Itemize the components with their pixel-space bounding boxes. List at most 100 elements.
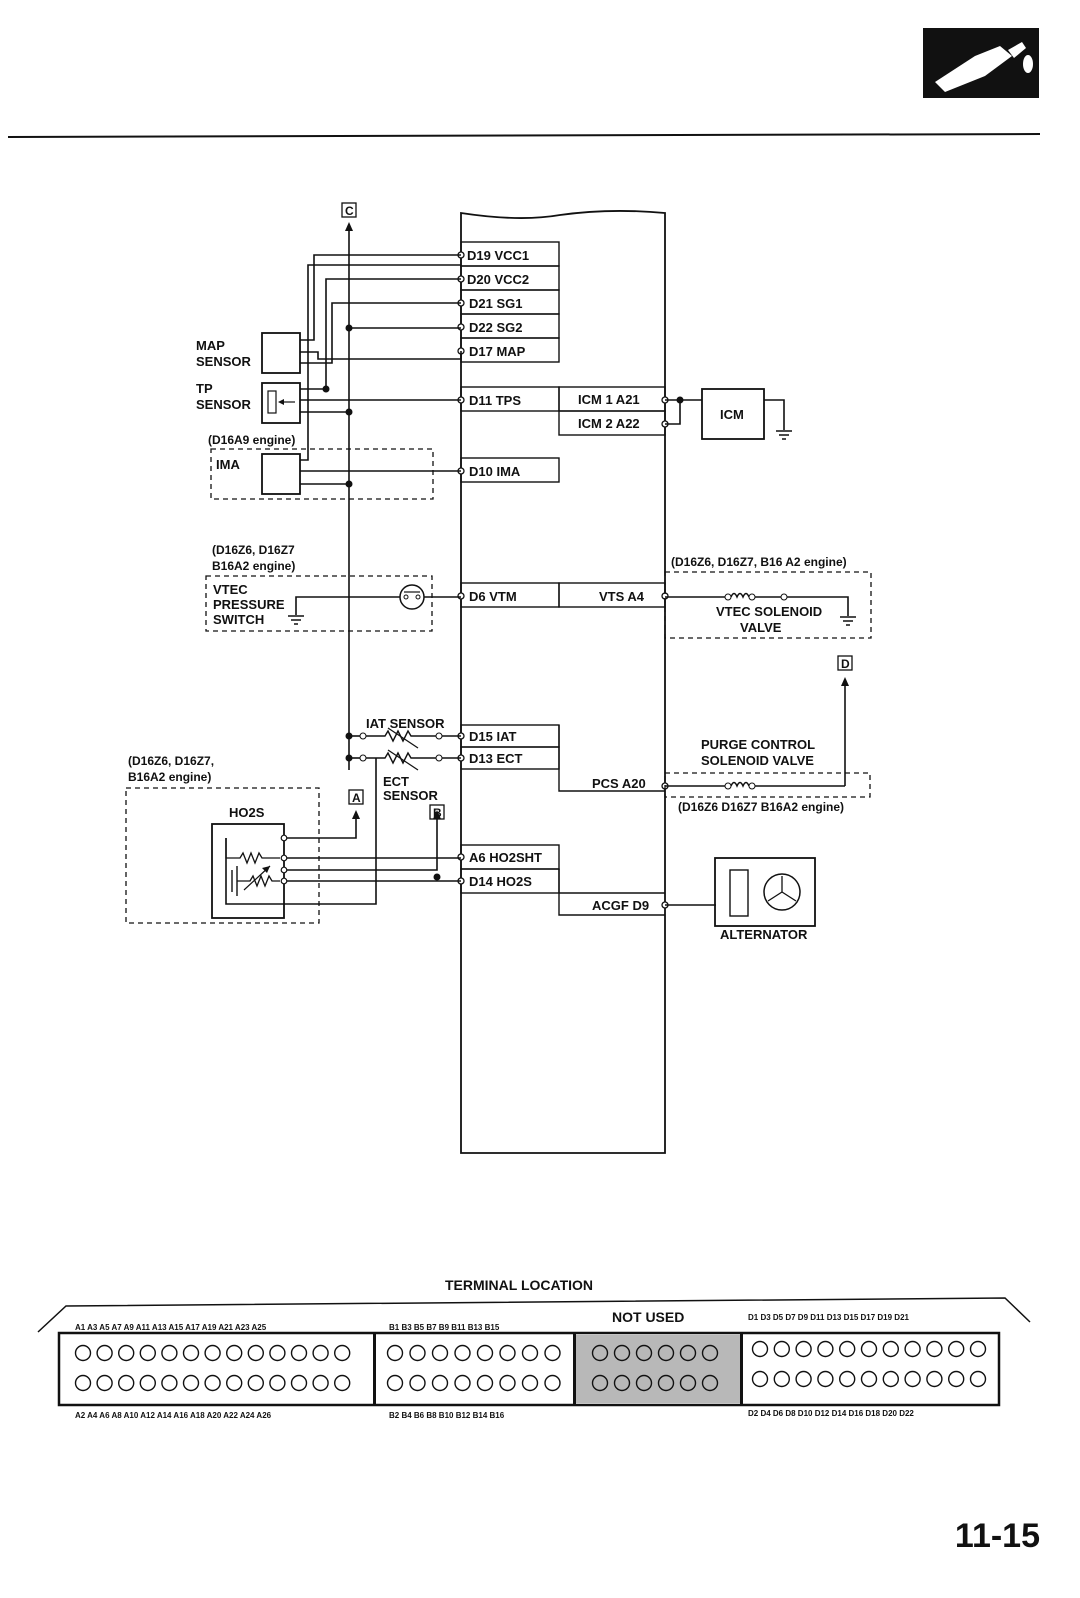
pin-hole: [290, 1374, 308, 1392]
b-top-pins: B1 B3 B5 B7 B9 B11 B13 B15: [389, 1323, 500, 1332]
regulator-icon: [729, 869, 749, 917]
pin-a21: ICM 1 A21: [578, 392, 640, 407]
pin-hole: [521, 1374, 539, 1392]
pin-hole: [139, 1374, 157, 1392]
pin-hole: [839, 1340, 856, 1358]
pin-hole: [117, 1344, 135, 1362]
alternator-box: [714, 857, 816, 927]
pin-hole: [904, 1340, 921, 1358]
pin-hole: [817, 1340, 834, 1358]
arrow-up-icon: [345, 222, 353, 231]
pin-hole: [409, 1374, 426, 1392]
connector-pins: [74, 1340, 987, 1392]
pin-hole: [409, 1344, 426, 1362]
pin-hole: [431, 1374, 449, 1392]
vtec-sol-engine: (D16Z6, D16Z7, B16 A2 engine): [671, 555, 847, 569]
pin-hole: [476, 1374, 494, 1392]
offpage-c-box: [341, 202, 357, 218]
pin-hole: [773, 1370, 790, 1388]
ima-sensor: [261, 453, 301, 495]
pin-a22: ICM 2 A22: [578, 416, 640, 431]
pin-hole: [74, 1344, 92, 1362]
b-bottom-pins: B2 B4 B6 B8 B10 B12 B14 B16: [389, 1411, 505, 1420]
pin-hole: [882, 1370, 899, 1388]
pin-hole: [247, 1344, 265, 1362]
pin-hole: [269, 1344, 286, 1362]
pin-d14: D14 HO2S: [469, 874, 532, 889]
pin-hole: [544, 1344, 561, 1362]
pin-hole: [926, 1340, 943, 1358]
pin-hole: [860, 1340, 878, 1358]
pin-hole: [635, 1344, 653, 1362]
arrow-up-icon: [841, 677, 849, 686]
pin-hole: [701, 1344, 719, 1362]
pin-hole: [334, 1344, 351, 1362]
pin-hole: [635, 1374, 653, 1392]
vtec-ps-engine-2: B16A2 engine): [212, 559, 295, 573]
ho2s-option-box: [125, 787, 320, 924]
ect-label-1: ECT: [383, 774, 409, 789]
purge-label-1: PURGE CONTROL: [701, 737, 815, 752]
pin-hole: [117, 1374, 135, 1392]
pin-hole: [269, 1374, 286, 1392]
pin-d22: D22 SG2: [469, 320, 522, 335]
vtec-ps-label-2: PRESSURE: [213, 597, 285, 612]
pin-d19: D19 VCC1: [467, 248, 529, 263]
ho2s-engine-1: (D16Z6, D16Z7,: [128, 754, 214, 768]
tp-sensor-symbol: [267, 390, 295, 414]
pin-hole: [476, 1344, 494, 1362]
vtec-ps-option-box: [205, 575, 433, 632]
map-wires: [300, 254, 462, 364]
purge-label-2: SOLENOID VALVE: [701, 753, 814, 768]
ima-engine-note: (D16A9 engine): [208, 433, 295, 447]
d-bottom-pins: D2 D4 D6 D8 D10 D12 D14 D16 D18 D20 D22: [748, 1409, 914, 1418]
pin-hole: [521, 1344, 539, 1362]
vtec-ps-engine-1: (D16Z6, D16Z7: [212, 543, 295, 557]
purge-solenoid-coil: [724, 781, 756, 790]
not-used-label: NOT USED: [612, 1309, 684, 1325]
pin-hole: [751, 1370, 769, 1388]
pin-hole: [312, 1374, 329, 1392]
offpage-b: B: [433, 806, 442, 820]
d-top-pins: D1 D3 D5 D7 D9 D11 D13 D15 D17 D19 D21: [748, 1313, 910, 1322]
pin-hole: [161, 1344, 178, 1362]
ima-wires: [300, 264, 461, 485]
vtec-sol-label-1: VTEC SOLENOID: [716, 604, 822, 619]
icm-box: [701, 388, 765, 440]
pin-hole: [182, 1374, 200, 1392]
iat-label: IAT SENSOR: [366, 716, 445, 731]
ho2s-label: HO2S: [229, 805, 265, 820]
map-label-1: MAP: [196, 338, 225, 353]
ground-icon: [776, 430, 792, 440]
pin-hole: [499, 1374, 516, 1392]
pin-hole: [96, 1374, 113, 1392]
map-sensor: [261, 332, 301, 374]
header-rule: [7, 133, 1041, 138]
pin-hole: [613, 1374, 631, 1392]
pin-hole: [96, 1344, 113, 1362]
ground-icon: [288, 615, 304, 625]
pin-hole: [74, 1374, 92, 1392]
pin-hole: [591, 1374, 609, 1392]
pin-hole: [454, 1374, 471, 1392]
pin-hole: [882, 1340, 899, 1358]
pin-d13: D13 ECT: [469, 751, 523, 766]
pin-d10: D10 IMA: [469, 464, 521, 479]
pin-hole: [139, 1344, 157, 1362]
pin-hole: [386, 1374, 404, 1392]
pin-hole: [948, 1340, 965, 1358]
page-number: 11-15: [954, 1517, 1040, 1555]
pin-hole: [679, 1374, 697, 1392]
pin-a20: PCS A20: [592, 776, 646, 791]
vtec-ps-label-3: SWITCH: [213, 612, 264, 627]
arrow-up-icon: [352, 810, 360, 819]
tp-label-2: SENSOR: [196, 397, 252, 412]
pin-hole: [204, 1374, 221, 1392]
ecm-connector: [57, 1331, 1001, 1407]
ho2s-heater: [225, 838, 280, 865]
tp-sensor: [261, 382, 301, 424]
pin-hole: [817, 1370, 834, 1388]
pin-hole: [225, 1344, 243, 1362]
offpage-d-box: [837, 655, 853, 671]
offpage-d: D: [841, 657, 850, 671]
